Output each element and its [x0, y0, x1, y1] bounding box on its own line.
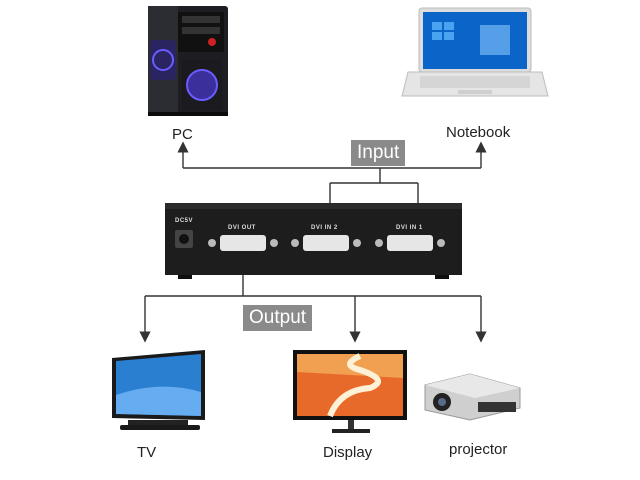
input-lines: [177, 141, 487, 222]
notebook-image: [401, 7, 549, 97]
dvi-out-port-label: DVI OUT: [228, 225, 256, 231]
dvi-in1-port-label: DVI IN 1: [396, 225, 423, 231]
input-label: Input: [351, 140, 406, 166]
dvi-in2-port-label: DVI IN 2: [311, 225, 338, 231]
output-lines: [139, 256, 487, 343]
pc-label: PC: [172, 126, 193, 143]
notebook-label: Notebook: [446, 124, 511, 141]
tv-label: TV: [137, 444, 157, 461]
dvi-splitter-image: [165, 203, 462, 279]
projector-image: [424, 373, 521, 421]
display-image: [293, 350, 407, 433]
projector-label: projector: [449, 441, 508, 458]
output-label: Output: [243, 305, 313, 331]
power-port-label: DC5V: [175, 218, 194, 224]
pc-tower-image: [148, 6, 228, 116]
tv-image: [112, 350, 205, 430]
display-label: Display: [323, 444, 373, 461]
